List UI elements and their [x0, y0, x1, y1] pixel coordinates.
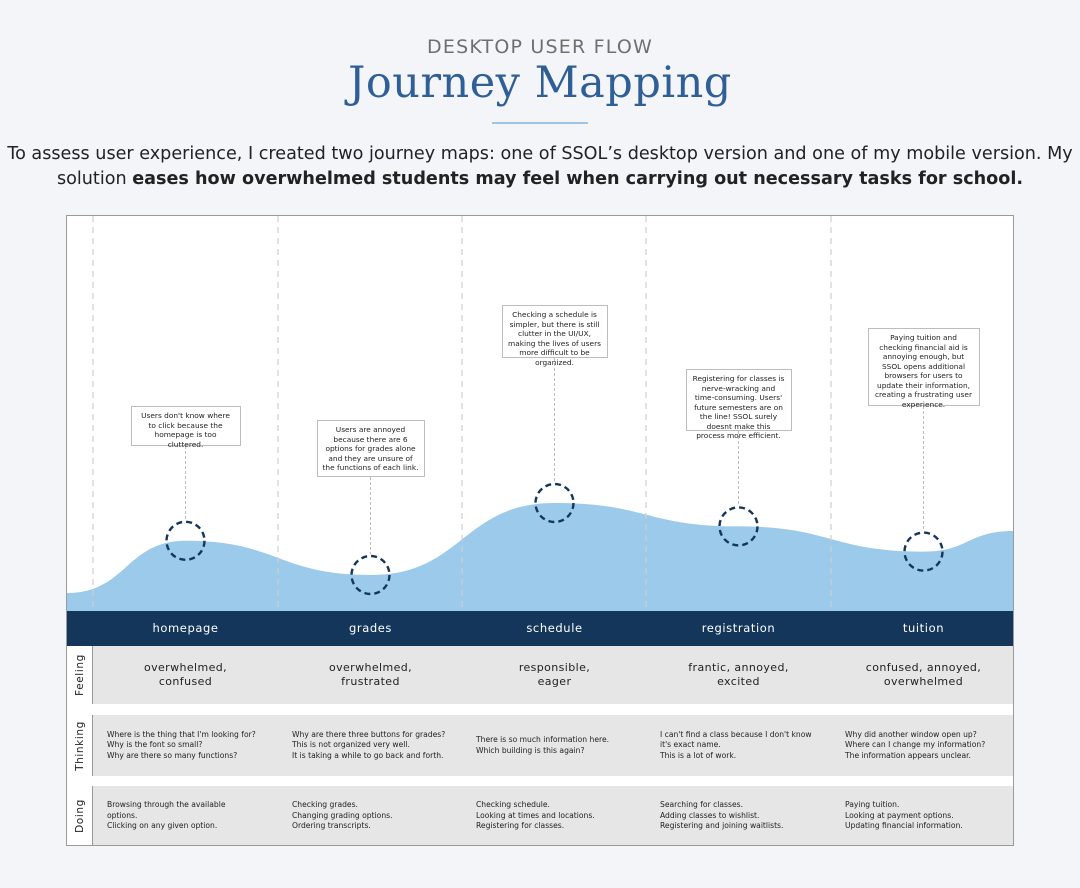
doing-registration: Searching for classes. Adding classes to… [660, 800, 784, 831]
stage-label-tuition: tuition [902, 621, 945, 635]
doing-tuition: Paying tuition. Looking at payment optio… [845, 800, 963, 831]
page-eyebrow: DESKTOP USER FLOW [427, 36, 653, 58]
title-underline [492, 122, 588, 124]
doing-row-background [93, 786, 1013, 845]
feeling-schedule: responsible, eager [518, 660, 591, 689]
emotion-curve-chart [67, 216, 1013, 611]
stage-bar: homepage grades schedule registration tuitio… [67, 611, 1013, 646]
feeling-homepage: overwhelmed, confused [143, 660, 228, 689]
doing-grades: Checking grades. Changing grading option… [292, 800, 393, 831]
thinking-tuition: Why did another window open up? Where ca… [845, 729, 986, 760]
emotion-curve-area [67, 503, 1013, 611]
thinking-row-label: Thinking [67, 715, 93, 776]
page-title: Journey Mapping [348, 58, 732, 108]
intro-bold: eases how overwhelmed students may feel … [132, 169, 1024, 189]
feeling-tuition: confused, annoyed, overwhelmed [865, 660, 982, 689]
stage-label-homepage: homepage [152, 621, 219, 635]
feeling-row: Feeling overwhelmed, confused overwhelmed… [67, 646, 1013, 704]
stage-label-registration: registration [701, 621, 776, 635]
doing-row-label: Doing [67, 786, 93, 845]
doing-row: Doing Browsing through the available opt… [67, 786, 1013, 845]
emotion-point-schedule [534, 482, 575, 524]
emotion-point-registration [718, 506, 759, 547]
emotion-point-homepage [165, 520, 206, 561]
thinking-row-background [93, 715, 1013, 776]
emotion-point-grades [350, 554, 391, 596]
callout-registration: Registering for classes is nerve-wrackin… [685, 369, 792, 440]
doing-homepage: Browsing through the available options. … [107, 800, 226, 831]
intro-paragraph: To assess user experience, I created two… [0, 142, 1080, 192]
stage-label-schedule: schedule [526, 621, 583, 635]
thinking-row: Thinking Where is the thing that I'm loo… [67, 715, 1013, 776]
thinking-grades: Why are there three buttons for grades? … [292, 729, 446, 760]
thinking-homepage: Where is the thing that I'm looking for?… [107, 729, 256, 760]
callout-homepage: Users don't know where to click because … [130, 406, 241, 449]
feeling-registration: frantic, annoyed, excited [688, 660, 789, 689]
row-gap [67, 776, 1013, 786]
feeling-row-background [93, 646, 1013, 704]
callout-grades: Users are annoyed because there are 6 op… [316, 420, 425, 477]
thinking-registration: I can't find a class because I don't kno… [660, 729, 812, 760]
journey-map-panel: Users don't know where to click because … [66, 215, 1014, 846]
feeling-row-label: Feeling [67, 646, 93, 704]
intro-plain: To assess user experience, I created two… [7, 144, 1073, 189]
feeling-grades: overwhelmed, frustrated [328, 660, 413, 689]
stage-label-grades: grades [348, 621, 393, 635]
row-gap [67, 704, 1013, 715]
doing-schedule: Checking schedule. Looking at times and … [476, 800, 595, 831]
callout-tuition: Paying tuition and checking financial ai… [867, 328, 980, 409]
callout-schedule: Checking a schedule is simpler, but ther… [501, 305, 608, 367]
thinking-schedule: There is so much information here. Which… [476, 734, 610, 755]
